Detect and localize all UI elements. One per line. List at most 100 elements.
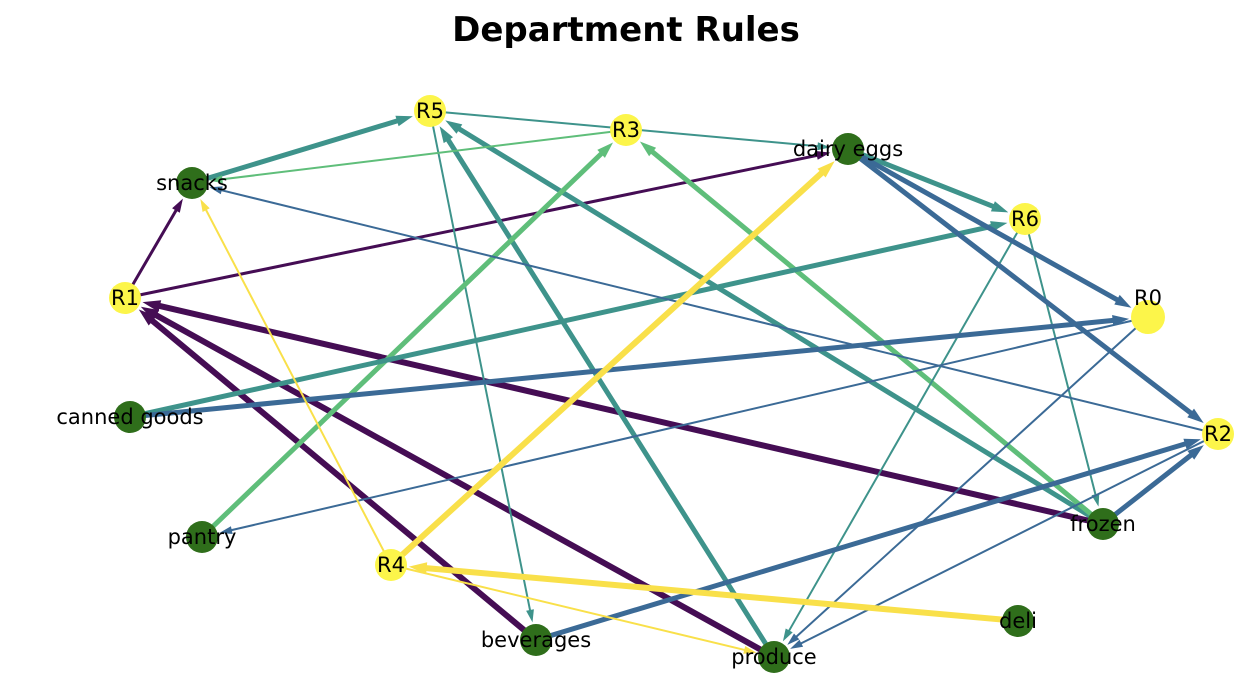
edge-dairy-eggs-to-r6 [845, 146, 1009, 213]
node-label-beverages: beverages [481, 628, 591, 652]
edge-line [1100, 451, 1195, 527]
node-label-r6: R6 [1011, 207, 1039, 231]
node-snacks [176, 167, 208, 199]
edge-canned-goods-to-r6 [127, 221, 1008, 420]
node-label-deli: deli [999, 609, 1037, 633]
edge-arrowhead [1187, 445, 1204, 460]
edge-arrowhead [1187, 408, 1204, 423]
edge-line [421, 565, 1021, 624]
node-canned-goods [114, 401, 146, 433]
edge-r2-to-snacks [209, 186, 1219, 435]
node-produce [758, 641, 790, 673]
node-frozen [1087, 508, 1119, 540]
edge-arrowhead [815, 151, 831, 160]
edge-arrowhead [743, 646, 757, 654]
node-label-r1: R1 [111, 286, 139, 310]
edge-line [444, 135, 777, 660]
edge-arrowhead [1114, 294, 1132, 308]
node-r5 [414, 95, 446, 127]
edge-line [787, 218, 1026, 634]
edge-arrowhead [526, 609, 534, 623]
edge-line [199, 150, 606, 540]
node-label-snacks: snacks [156, 171, 228, 195]
node-label-frozen: frozen [1070, 512, 1136, 536]
edge-arrowhead [817, 142, 831, 151]
edge-arrowhead [1183, 438, 1201, 450]
node-label-r3: R3 [612, 118, 640, 142]
edge-frozen-to-r2 [1100, 445, 1204, 527]
node-r4 [375, 549, 407, 581]
edge-arrowhead [990, 201, 1009, 213]
edge-line [1024, 218, 1097, 498]
node-r1 [109, 282, 141, 314]
edge-arrowhead [790, 639, 804, 649]
edge-line [648, 148, 1106, 527]
edge-frozen-to-r1 [142, 300, 1106, 527]
edge-r4-to-dairy-eggs [388, 161, 835, 568]
node-deli [1002, 605, 1034, 637]
edge-line [123, 207, 179, 300]
edge-line [127, 317, 1118, 420]
node-label-pantry: pantry [168, 525, 237, 549]
node-label-canned-goods: canned goods [56, 405, 203, 429]
node-r6 [1009, 203, 1041, 235]
edge-beverages-to-r2 [533, 438, 1201, 643]
node-label-dairy-eggs: dairy eggs [793, 137, 903, 161]
edge-pantry-to-r3 [199, 142, 613, 540]
chart-title: Department Rules [452, 10, 800, 50]
edge-arrowhead [1112, 315, 1130, 326]
node-label-r0: R0 [1134, 286, 1162, 310]
edge-arrowhead [395, 115, 413, 127]
edge-beverages-to-r1 [138, 309, 539, 643]
edge-arrowhead [787, 633, 800, 645]
edge-arrowhead [140, 306, 160, 321]
node-r3 [610, 114, 642, 146]
edge-arrowhead [445, 120, 463, 134]
edge-deli-to-r4 [408, 562, 1021, 624]
node-pantry [186, 521, 218, 553]
edge-line [228, 316, 1149, 532]
edge-arrowhead [138, 309, 157, 326]
edge-line [219, 129, 627, 181]
edge-line [154, 302, 1106, 527]
edge-arrowhead [219, 526, 233, 534]
edge-line [794, 316, 1149, 639]
edge-line [147, 316, 539, 643]
edge-produce-to-r1 [140, 306, 777, 660]
edge-line [533, 440, 1190, 643]
edge-arrowhead [200, 199, 210, 212]
edge-frozen-to-r3 [639, 141, 1106, 527]
edge-r6-to-frozen [1024, 218, 1100, 507]
edge-arrowhead [142, 300, 162, 312]
edge-line [845, 146, 1122, 304]
edge-frozen-to-r5 [445, 120, 1106, 527]
edge-r6-to-produce [782, 218, 1026, 642]
edge-line [845, 146, 1195, 417]
edge-arrowhead [172, 198, 183, 213]
edge-r3-to-snacks [209, 129, 627, 184]
edge-line [151, 311, 777, 660]
node-label-r2: R2 [1204, 422, 1232, 446]
edge-r4-to-produce [390, 564, 757, 654]
edge-arrowhead [817, 161, 835, 178]
node-dairy-eggs [832, 133, 864, 165]
node-label-r4: R4 [377, 553, 405, 577]
edge-arrowhead [639, 141, 657, 157]
node-label-produce: produce [731, 645, 816, 669]
edge-arrowhead [209, 186, 223, 195]
edge-dairy-eggs-to-r2 [845, 146, 1204, 423]
edge-line [390, 564, 748, 652]
edge-r1-to-snacks [123, 198, 183, 300]
edge-r0-to-pantry [219, 316, 1149, 534]
edge-r0-to-produce [787, 316, 1149, 645]
node-beverages [520, 624, 552, 656]
edge-arrowhead [782, 628, 793, 642]
edge-line [218, 188, 1219, 435]
edge-line [189, 117, 402, 186]
node-r0 [1131, 300, 1165, 334]
edges-layer [123, 110, 1219, 660]
edge-produce-to-r5 [439, 126, 777, 660]
